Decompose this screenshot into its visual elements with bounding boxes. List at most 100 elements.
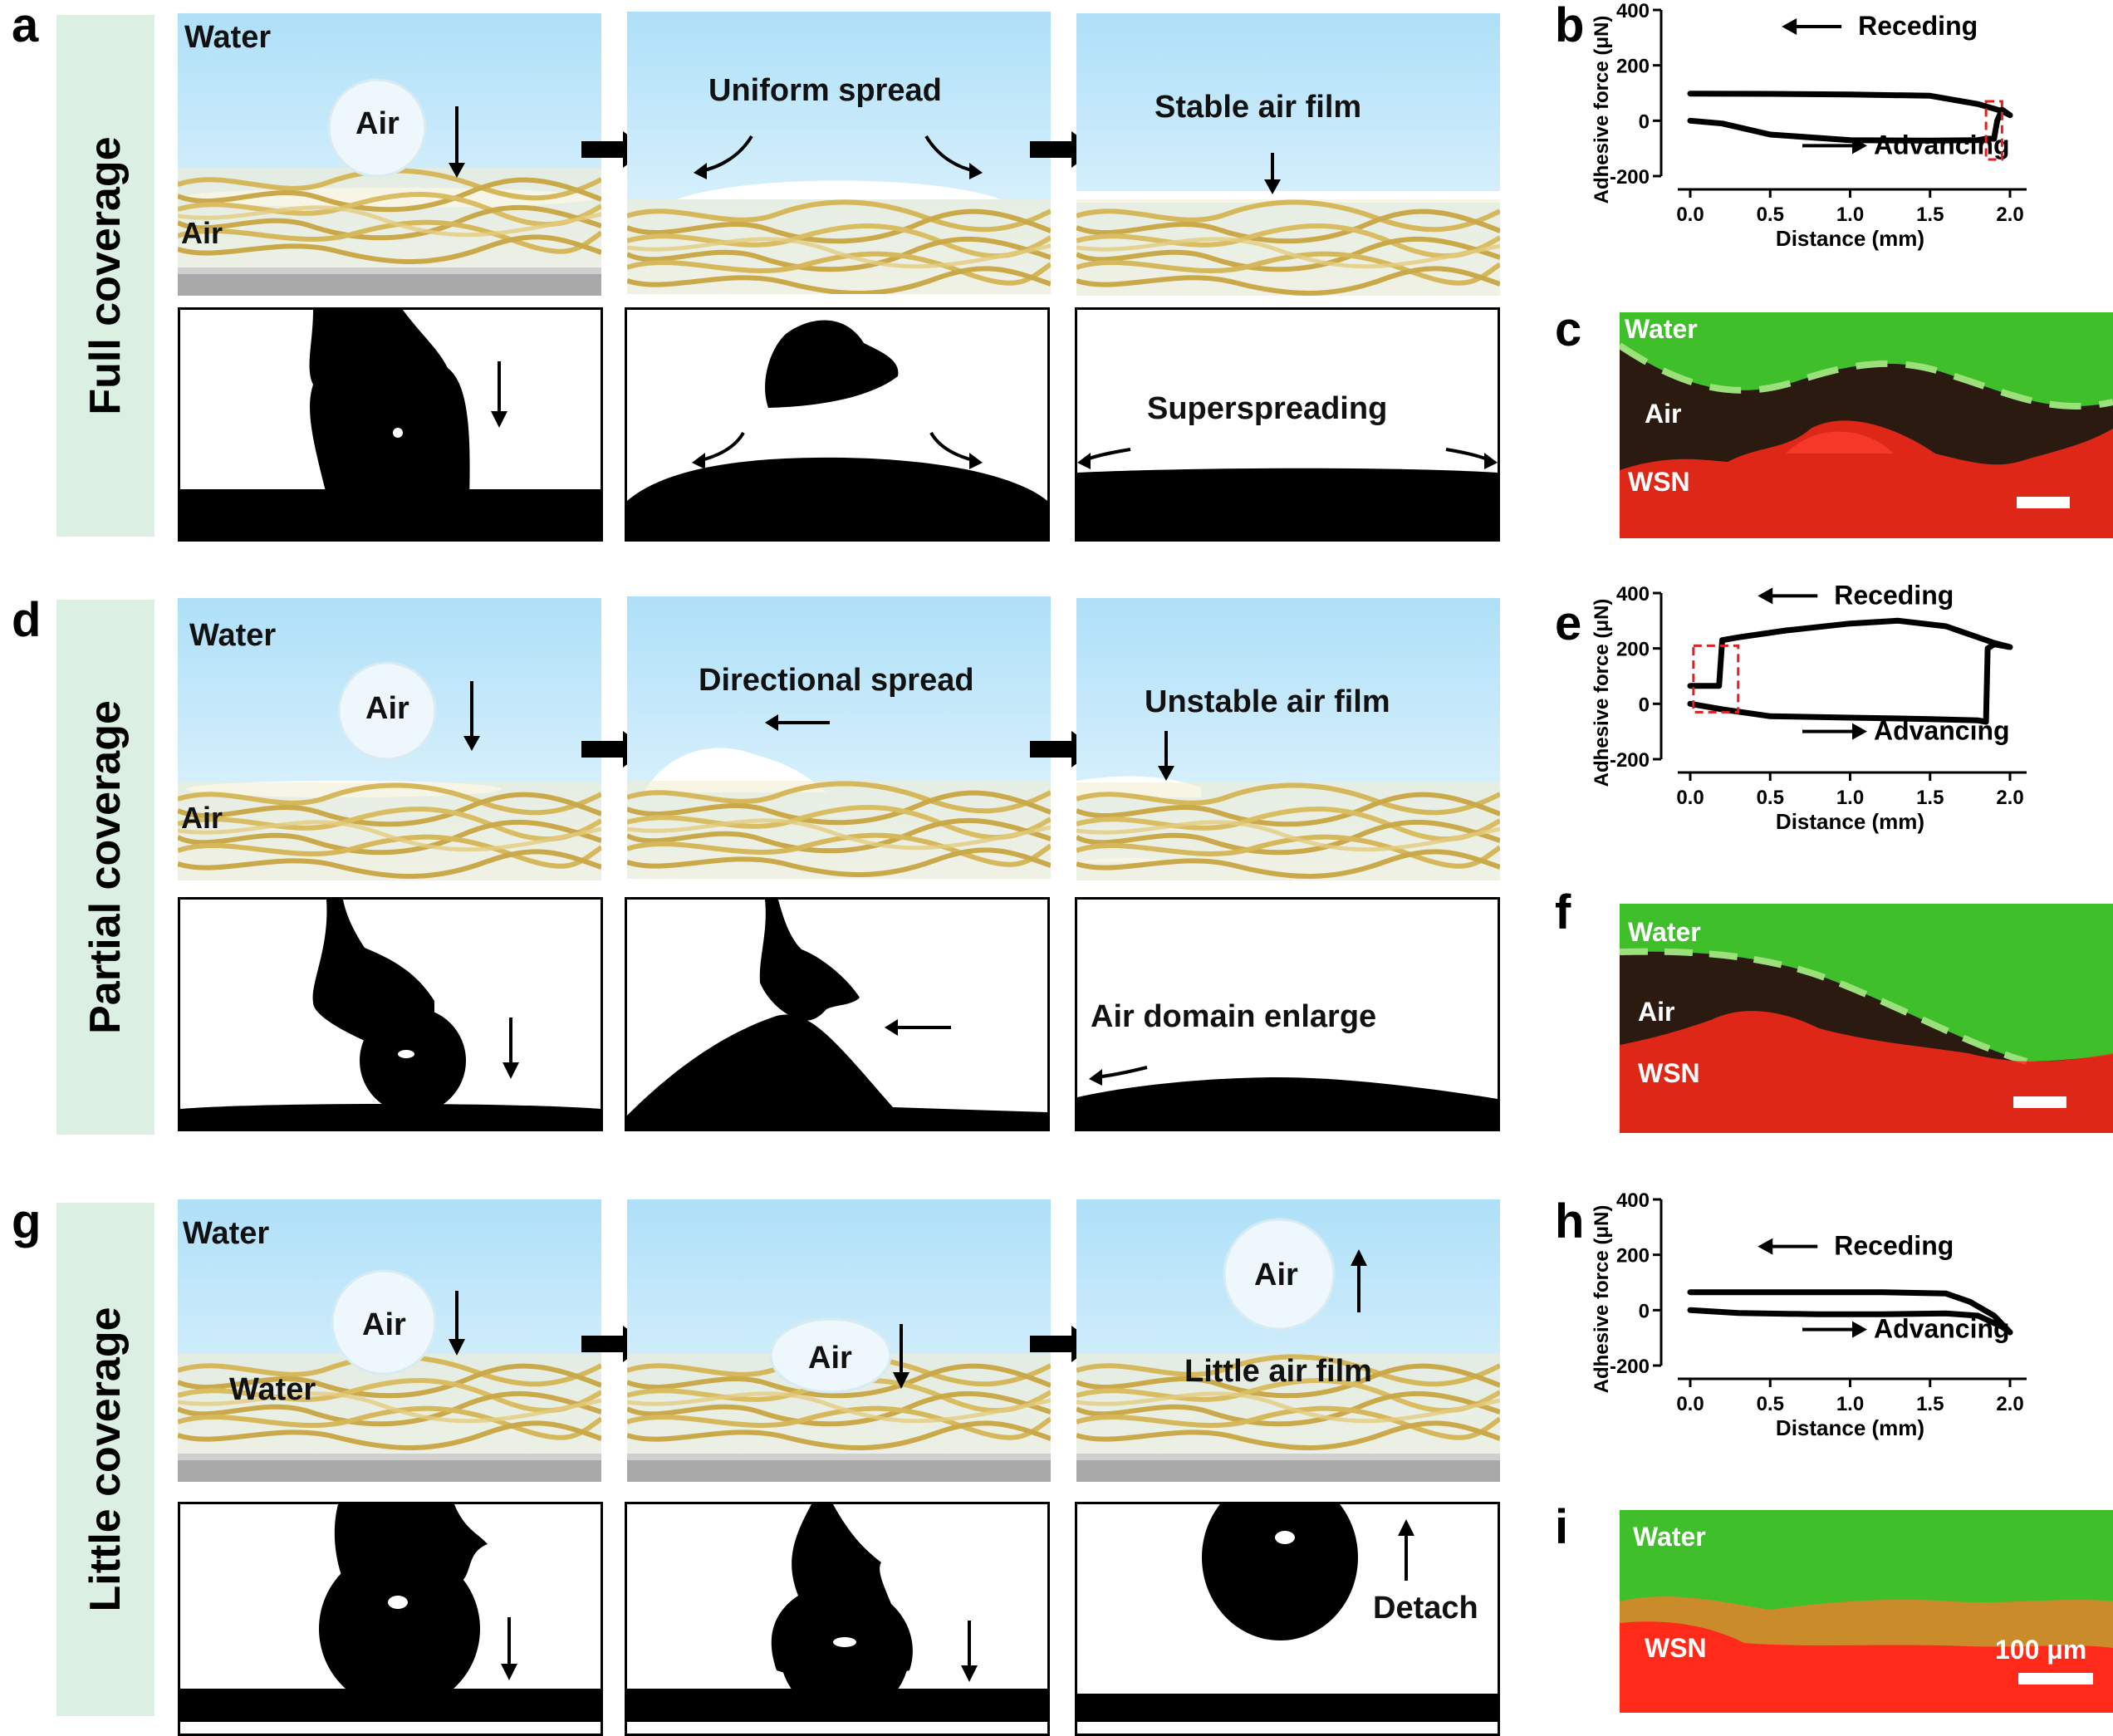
photo-partial-3: Air domain enlarge bbox=[1075, 897, 1500, 1131]
label-air-domain-enlarge: Air domain enlarge bbox=[1091, 999, 1377, 1034]
x-tick-label: 2.0 bbox=[1996, 204, 2023, 226]
photo-full-2 bbox=[625, 307, 1050, 542]
panel-label-e: e bbox=[1555, 596, 1582, 650]
label-air-bubble: Air bbox=[365, 691, 409, 726]
advancing-arrowhead-icon bbox=[1852, 137, 1867, 154]
x-tick-label: 0.5 bbox=[1757, 787, 1784, 809]
label-air: Air bbox=[1645, 399, 1682, 429]
y-tick-label: 0 bbox=[1639, 694, 1650, 716]
x-axis-label: Distance (mm) bbox=[1776, 226, 1924, 251]
x-tick-label: 0.0 bbox=[1676, 1393, 1704, 1415]
y-tick-label: 400 bbox=[1616, 0, 1650, 22]
label-detach: Detach bbox=[1373, 1591, 1478, 1626]
schematic-partial-2: Directional spread bbox=[627, 596, 1051, 879]
schematic-partial-1: Water Air Air bbox=[178, 598, 601, 880]
x-tick-label: 1.5 bbox=[1916, 787, 1944, 809]
air-bubble-icon bbox=[769, 1317, 892, 1394]
air-bubble-icon bbox=[331, 1269, 437, 1376]
label-water: Water bbox=[184, 20, 272, 55]
panel-label-b: b bbox=[1555, 0, 1585, 52]
scalebar-label: 100 μm bbox=[1995, 1635, 2087, 1665]
x-axis-label: Distance (mm) bbox=[1776, 809, 1924, 834]
label-air-layer: Air bbox=[181, 801, 223, 835]
y-axis-label: Adhesive force (μN) bbox=[1591, 16, 1613, 204]
air-bubble-icon bbox=[327, 78, 427, 178]
y-tick-label: 400 bbox=[1616, 583, 1650, 606]
y-axis-label: Adhesive force (μN) bbox=[1591, 599, 1613, 787]
label-wsn: WSN bbox=[1628, 467, 1690, 497]
photo-full-1 bbox=[178, 307, 603, 542]
schematic-full-2: Uniform spread bbox=[627, 12, 1051, 294]
y-tick-label: 0 bbox=[1639, 1300, 1650, 1322]
label-water-layer: Water bbox=[229, 1372, 316, 1407]
row-band-partial bbox=[56, 600, 154, 1135]
series-line-2 bbox=[1687, 91, 2013, 142]
label-unstable-air-film: Unstable air film bbox=[1145, 684, 1390, 719]
y-tick-label: 400 bbox=[1616, 1189, 1650, 1212]
annotation-advancing: Advancing bbox=[1874, 716, 2010, 746]
label-stable-air-film: Stable air film bbox=[1155, 90, 1362, 125]
label-air-bubble: Air bbox=[362, 1307, 406, 1342]
row-band-little bbox=[56, 1203, 154, 1716]
label-uniform-spread: Uniform spread bbox=[708, 73, 942, 108]
photo-little-1 bbox=[178, 1502, 603, 1736]
photo-full-3: Superspreading bbox=[1075, 307, 1500, 542]
annotation-receding: Receding bbox=[1834, 1231, 1954, 1261]
label-air-bubble: Air bbox=[1254, 1258, 1298, 1292]
advancing-arrowhead-icon bbox=[1852, 723, 1867, 740]
annotation-receding: Receding bbox=[1834, 583, 1954, 610]
schematic-little-1: Water Air Water bbox=[178, 1199, 601, 1482]
highlight-box bbox=[1692, 644, 1740, 714]
receding-arrowhead-icon bbox=[1782, 18, 1797, 35]
row-title-full: Full coverage bbox=[81, 136, 130, 415]
schematic-full-3: Stable air film bbox=[1076, 13, 1500, 296]
annotation-advancing: Advancing bbox=[1874, 130, 2010, 159]
series-line-2 bbox=[1687, 617, 2013, 725]
label-wsn: WSN bbox=[1638, 1058, 1700, 1088]
label-little-air-film: Little air film bbox=[1184, 1354, 1372, 1389]
label-wsn: WSN bbox=[1645, 1633, 1707, 1663]
x-tick-label: 0.5 bbox=[1757, 204, 1784, 226]
series-line-1 bbox=[1687, 117, 1998, 144]
series-line-1 bbox=[1687, 1307, 2013, 1336]
fluorescence-image-i: Water WSN 100 μm bbox=[1620, 1510, 2113, 1713]
photo-little-3: Detach bbox=[1075, 1502, 1500, 1736]
highlight-box bbox=[1984, 100, 2003, 161]
x-tick-label: 1.5 bbox=[1916, 1393, 1944, 1415]
x-tick-label: 2.0 bbox=[1996, 787, 2023, 809]
y-tick-label: -200 bbox=[1610, 166, 1650, 189]
y-tick-label: -200 bbox=[1610, 749, 1650, 772]
fluorescence-image-f: Water Air WSN bbox=[1620, 904, 2113, 1133]
x-tick-label: 0.0 bbox=[1676, 787, 1704, 809]
panel-label-a: a bbox=[12, 0, 39, 52]
receding-arrowhead-icon bbox=[1758, 1238, 1773, 1255]
photo-partial-1 bbox=[178, 897, 603, 1131]
y-tick-label: 200 bbox=[1616, 56, 1650, 78]
x-tick-label: 1.0 bbox=[1836, 204, 1864, 226]
label-air-bubble: Air bbox=[808, 1341, 852, 1376]
y-tick-label: 0 bbox=[1639, 110, 1650, 133]
label-water: Water bbox=[1625, 314, 1698, 344]
x-tick-label: 1.0 bbox=[1836, 787, 1864, 809]
label-directional-spread: Directional spread bbox=[699, 663, 974, 698]
label-water: Water bbox=[183, 1216, 270, 1251]
schematic-full-1: Water Air Air bbox=[178, 13, 601, 296]
y-tick-label: 200 bbox=[1616, 1245, 1650, 1268]
photo-little-2 bbox=[625, 1502, 1050, 1736]
annotation-advancing: Advancing bbox=[1874, 1314, 2010, 1344]
label-air-bubble: Air bbox=[355, 106, 400, 141]
air-bubble-icon bbox=[337, 661, 437, 761]
y-tick-label: -200 bbox=[1610, 1356, 1650, 1378]
panel-label-c: c bbox=[1555, 302, 1582, 356]
x-tick-label: 1.5 bbox=[1916, 204, 1944, 226]
y-axis-label: Adhesive force (μN) bbox=[1591, 1205, 1613, 1394]
series-line-2 bbox=[1687, 1289, 2013, 1336]
panel-label-f: f bbox=[1555, 885, 1571, 939]
label-water: Water bbox=[1633, 1522, 1706, 1552]
advancing-arrowhead-icon bbox=[1852, 1321, 1867, 1338]
receding-arrowhead-icon bbox=[1758, 587, 1773, 605]
row-title-partial: Partial coverage bbox=[81, 700, 130, 1034]
